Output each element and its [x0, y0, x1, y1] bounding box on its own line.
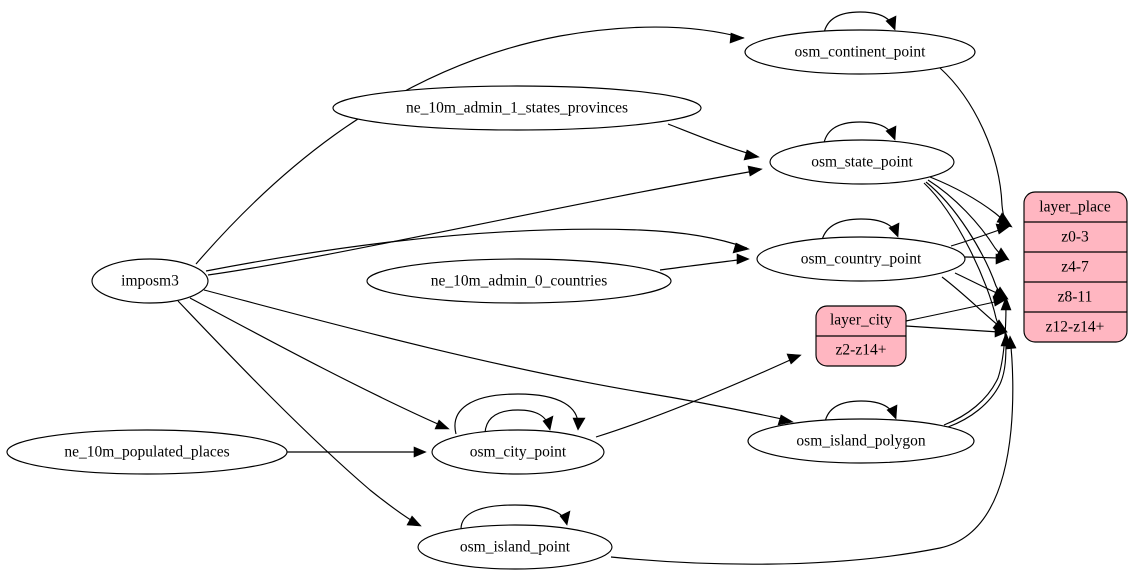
edge-imposm3-to-osm_country_point [205, 228, 750, 272]
record-row-layer_place-title: layer_place [1039, 199, 1111, 216]
node-label-ne_10m_admin_0_countries: ne_10m_admin_0_countries [431, 273, 608, 290]
record-row-layer_city-title: layer_city [830, 312, 892, 329]
edge-imposm3-to-osm_state_point [207, 165, 763, 276]
edge-ne_10m_populated_places-to-osm_city_point [287, 446, 427, 458]
edge-osm_island_point-self-loop [460, 504, 571, 530]
node-osm_state_point[interactable]: osm_state_point [769, 139, 955, 185]
edge-layer [177, 11, 1017, 565]
edge-osm_island_polygon-self-loop [824, 400, 898, 423]
node-ne_10m_admin_0_countries[interactable]: ne_10m_admin_0_countries [366, 258, 672, 304]
record-row-layer_place-z0-3[interactable]: z0-3 [1061, 229, 1089, 246]
node-label-osm_island_polygon: osm_island_polygon [796, 433, 925, 450]
edge-osm_continent_point-self-loop [823, 11, 897, 34]
node-osm_continent_point[interactable]: osm_continent_point [744, 29, 976, 75]
node-osm_island_point[interactable]: osm_island_point [417, 524, 613, 570]
edge-osm_country_point-self-loop [821, 218, 900, 241]
node-osm_city_point[interactable]: osm_city_point [431, 429, 605, 475]
record-row-layer_place-z12-z14[interactable]: z12-z14+ [1046, 319, 1105, 336]
node-label-imposm3: imposm3 [121, 273, 179, 290]
edge-osm_country_point-to-layer_place-z0-3 [950, 223, 1011, 247]
record-node-layer: layer_place z0-3 z4-7 z8-11 z12-z14+ lay… [815, 191, 1128, 367]
record-row-layer_place-z8-11[interactable]: z8-11 [1058, 289, 1093, 306]
node-label-osm_city_point: osm_city_point [470, 444, 567, 461]
edge-imposm3-to-osm_city_point [189, 297, 450, 430]
edge-layer_city-to-layer_place-z8-11 [905, 295, 1008, 322]
edge-osm_city_point-to-layer_city [595, 353, 802, 438]
edge-layer_city-to-layer_place-z12-z14 [905, 325, 1008, 338]
node-osm_island_polygon[interactable]: osm_island_polygon [747, 418, 975, 464]
edge-osm_island_point-to-layer_place-z12-z14 [610, 335, 1017, 565]
node-label-ne_10m_populated_places: ne_10m_populated_places [64, 444, 229, 461]
edge-ne_10m_admin_0_countries-to-osm_country_point [659, 253, 750, 271]
edge-osm_island_polygon-to-layer_place-z8-11 [943, 296, 1012, 426]
edge-imposm3-to-osm_continent_point [195, 26, 745, 265]
node-label-osm_country_point: osm_country_point [801, 251, 922, 268]
record-node-layer_place[interactable]: layer_place z0-3 z4-7 z8-11 z12-z14+ [1023, 191, 1128, 343]
edge-osm_country_point-to-layer_place-z4-7 [964, 253, 1009, 265]
edge-osm_state_point-self-loop [823, 121, 897, 144]
record-row-layer_city-z2-z14[interactable]: z2-z14+ [836, 342, 887, 359]
edge-osm_state_point-to-layer_place-z0-3 [929, 176, 1011, 226]
node-ne_10m_populated_places[interactable]: ne_10m_populated_places [6, 429, 288, 475]
edge-imposm3-to-osm_island_polygon [203, 289, 794, 426]
node-label-osm_continent_point: osm_continent_point [795, 44, 927, 61]
record-node-layer_city[interactable]: layer_city z2-z14+ [815, 305, 907, 367]
node-label-ne_10m_admin_1_states_provinces: ne_10m_admin_1_states_provinces [406, 100, 628, 117]
node-osm_country_point[interactable]: osm_country_point [756, 236, 966, 282]
node-layer: imposm3 ne_10m_admin_1_states_provinces … [6, 29, 976, 570]
node-label-osm_island_point: osm_island_point [460, 539, 571, 556]
edge-ne_10m_admin_1_states_provinces-to-osm_state_point [667, 123, 760, 161]
edge-imposm3-to-osm_island_point [177, 300, 422, 527]
record-row-layer_place-z4-7[interactable]: z4-7 [1061, 259, 1089, 276]
edge-osm_city_point-self-loop-inner [484, 409, 554, 434]
edge-osm_continent_point-to-layer_place-z0-3 [939, 67, 1013, 228]
node-ne_10m_admin_1_states_provinces[interactable]: ne_10m_admin_1_states_provinces [332, 85, 702, 131]
edge-osm_island_polygon-to-layer_place-z12-z14 [947, 332, 1012, 428]
node-imposm3[interactable]: imposm3 [91, 258, 209, 304]
edge-osm_city_point-self-loop-outer [454, 393, 586, 435]
node-label-osm_state_point: osm_state_point [811, 154, 913, 171]
